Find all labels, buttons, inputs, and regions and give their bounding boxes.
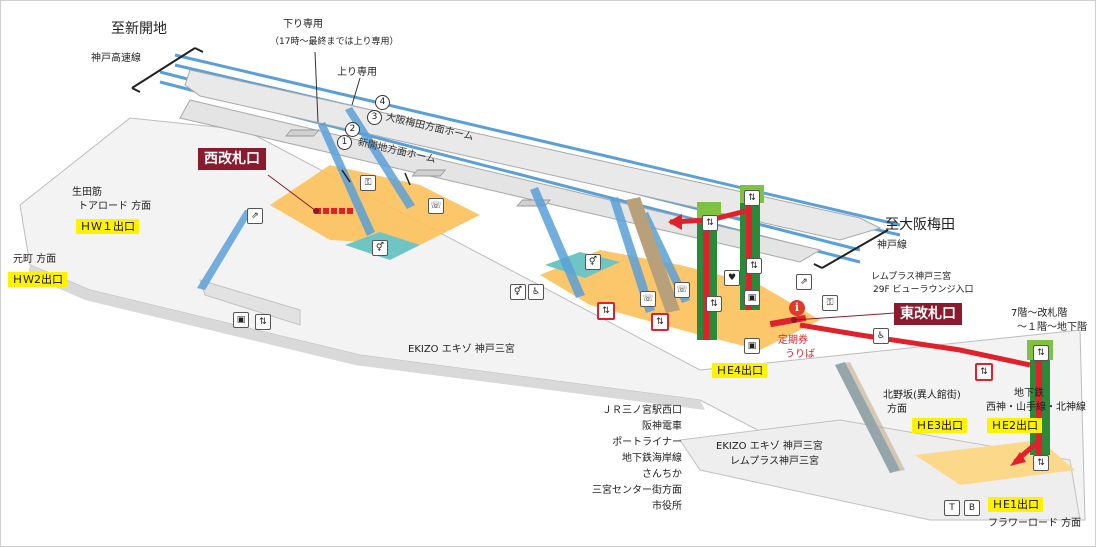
phone-icon: ☏	[428, 198, 444, 214]
line-kobe-kosoku: 神戸高速線	[91, 53, 141, 64]
track-number-4: 4	[375, 95, 390, 110]
label-uriba: うりば	[785, 349, 815, 360]
elevator-icon: ⇅	[255, 314, 271, 330]
exit-hw2: ＨＷ2出口	[8, 272, 67, 287]
ticket-machine-icon: ⚿	[360, 175, 376, 191]
aed-icon: ♥	[724, 270, 740, 286]
label-kitanozaka: 北野坂(異人館街)	[883, 390, 961, 401]
track-number-1: 1	[337, 135, 352, 150]
coin-locker-icon: ▣	[233, 312, 249, 328]
exit-he2: ＨE2出口	[987, 418, 1042, 433]
label-floor-range-1: 7階～改札階	[1011, 308, 1068, 319]
west-ticket-gate: 西改札口	[198, 148, 266, 170]
slab-edge	[28, 265, 705, 410]
wheelchair-icon: ♿	[528, 284, 544, 300]
line-kobe: 神戸線	[877, 240, 907, 251]
label-subway: 地下鉄	[1014, 388, 1044, 399]
wheelchair-east-icon: ♿	[873, 328, 889, 344]
dest-kaigan: 地下鉄海岸線	[622, 453, 682, 464]
east-concourse	[540, 250, 820, 350]
elevator-red-icon-3: ⇅	[975, 363, 993, 381]
elevator-red-icon-2: ⇅	[651, 313, 669, 331]
direction-shinkaichi: 至新開地	[111, 21, 167, 37]
label-ekizo-main: EKIZO エキゾ 神戸三宮	[408, 344, 515, 355]
direction-osaka-umeda: 至大阪梅田	[885, 217, 955, 233]
west-concourse	[270, 165, 480, 245]
restroom-icon: ⚥	[372, 240, 388, 256]
track-number-2: 2	[345, 122, 360, 137]
elevator-red-icon: ⇅	[597, 302, 615, 320]
exit-he1: ＨE1出口	[988, 497, 1043, 512]
taxi-icon: T	[944, 500, 960, 516]
stairs-steps	[626, 197, 905, 473]
label-view-lounge: 29F ビューラウンジ入口	[873, 285, 974, 295]
label-subway-lines: 西神・山手線・北神線	[986, 402, 1086, 413]
platform-osaka	[184, 69, 882, 241]
label-ikuta: 生田筋	[72, 187, 102, 198]
label-floor-range-2: ～１階～地下階	[1017, 322, 1087, 333]
platform-details	[284, 129, 552, 207]
ticket-machine-east-icon: ⚿	[822, 295, 838, 311]
lower-block	[679, 419, 1081, 521]
dest-center-gai: 三宮センター街方面	[592, 485, 682, 496]
bracket-osaka	[821, 229, 889, 269]
exit-he3: ＨE3出口	[912, 418, 967, 433]
dest-sanchika: さんちか	[642, 469, 682, 480]
exit-hw1: ＨＷ１出口	[76, 219, 139, 234]
east-ticket-barrier	[769, 314, 807, 328]
elevator-shaft-icon-5: ⇅	[1033, 345, 1049, 361]
platform-down-note: （17時～最終までは上り専用）	[270, 37, 399, 47]
information-icon: i	[789, 300, 805, 316]
platform-down-only: 下り専用	[283, 19, 323, 30]
label-ekizo-lower: EKIZO エキゾ 神戸三宮	[716, 441, 823, 452]
bus-icon: B	[964, 500, 980, 516]
dest-portliner: ポートライナー	[612, 437, 682, 448]
west-ticket-barrier	[315, 208, 353, 214]
east-ticket-gate: 東改札口	[894, 303, 962, 325]
label-tor-road: トアロード 方面	[78, 201, 152, 212]
platform-up-only: 上り専用	[337, 67, 377, 78]
elevator-shaft-icon-4: ⇅	[706, 296, 722, 312]
label-flower-road: フラワーロード 方面	[988, 518, 1082, 529]
dest-city-hall: 市役所	[652, 501, 682, 512]
dest-jr: ＪＲ三ノ宮駅西口	[602, 405, 682, 416]
label-teiki: 定期券	[778, 335, 808, 346]
elevator-shaft-icon: ⇅	[702, 215, 718, 231]
track-number-3: 3	[367, 110, 382, 125]
label-remu-lower: レムプラス神戸三宮	[730, 456, 819, 467]
east-gate-leader	[793, 312, 896, 321]
coin-locker-he4-icon: ▣	[744, 338, 760, 354]
elevator-shaft-icon-6: ⇅	[1033, 455, 1049, 471]
elevator-shaft-icon-3: ⇅	[746, 258, 762, 274]
label-motomachi: 元町 方面	[13, 254, 57, 265]
escalator-east-icon: ⇗	[796, 274, 812, 290]
elevator-shaft-icon-2: ⇅	[744, 190, 760, 206]
label-kitanozaka-dir: 方面	[887, 404, 907, 415]
label-remu-top: レムプラス神戸三宮	[871, 272, 952, 282]
dest-hanshin: 阪神電車	[642, 421, 682, 432]
block-left	[199, 279, 301, 326]
bracket-shinkaichi	[131, 47, 196, 89]
west-gate-leader	[267, 174, 317, 212]
exit-he4: ＨE4出口	[712, 363, 767, 378]
phone-east-icon-2: ☏	[674, 282, 690, 298]
restroom-teal-icon: ⚥	[585, 254, 601, 270]
phone-east-icon: ☏	[640, 291, 656, 307]
restroom-east-icon: ⚥	[510, 284, 526, 300]
coin-locker-east-icon: ▣	[744, 290, 760, 306]
escalator-icon: ⇗	[247, 208, 263, 224]
